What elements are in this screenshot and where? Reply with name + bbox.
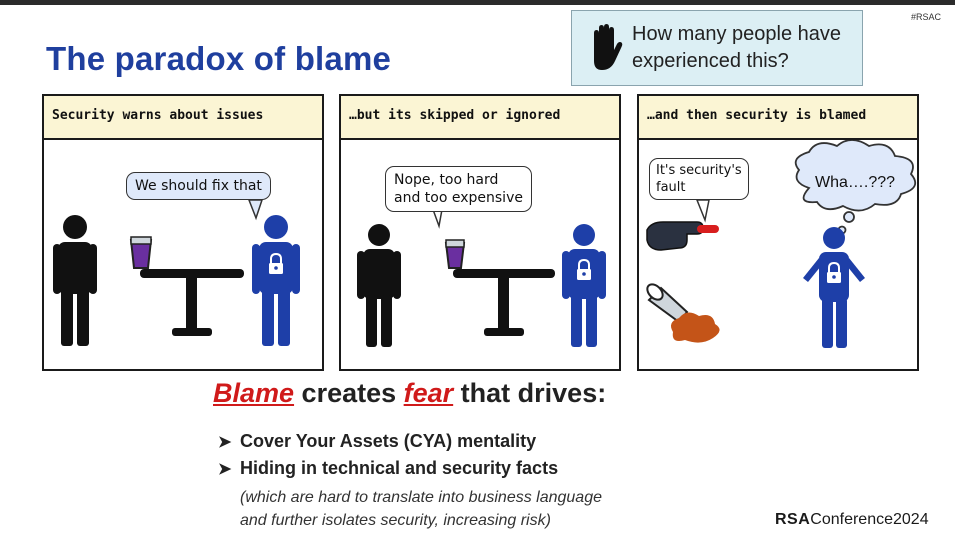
bullet-note: (which are hard to translate into busine… xyxy=(240,486,602,532)
question-callout: How many people have experienced this? xyxy=(571,10,863,86)
person-figure xyxy=(357,224,401,347)
panel-scene xyxy=(357,203,606,347)
bullet-list: ➤ Cover Your Assets (CYA) mentality ➤ Hi… xyxy=(218,428,602,532)
padlock-icon xyxy=(577,258,591,280)
hand-stop-icon xyxy=(594,24,623,70)
security-figure xyxy=(562,224,606,347)
security-figure xyxy=(803,227,865,348)
headline-end: that drives: xyxy=(453,378,607,408)
rsa-conference-logo: RSAConference2024 xyxy=(775,511,929,529)
headline: Blame creates fear that drives: xyxy=(213,378,606,409)
logo-conference: Conference xyxy=(810,511,893,528)
bubble-line-2: and too expensive xyxy=(394,190,523,206)
bubble-tail xyxy=(695,199,710,223)
speech-bubble: It's security's fault xyxy=(649,158,749,200)
bubble-tail xyxy=(247,199,264,221)
tipped-cup-icon xyxy=(646,283,720,343)
bullet-text: Hiding in technical and security facts xyxy=(240,458,559,478)
speech-bubble: Nope, too hard and too expensive xyxy=(385,166,532,212)
comic-panel-ignored: …but its skipped or ignored xyxy=(339,94,621,371)
bullet-item: ➤ Cover Your Assets (CYA) mentality xyxy=(218,428,602,455)
note-line-1: (which are hard to translate into busine… xyxy=(240,489,602,506)
bubble-line-2: fault xyxy=(656,180,686,195)
callout-line-1: How many people have xyxy=(632,23,842,45)
speech-bubble: We should fix that xyxy=(126,172,271,200)
table-icon xyxy=(140,269,244,336)
arrow-bullet-icon: ➤ xyxy=(218,433,232,451)
person-figure xyxy=(53,215,97,346)
pointing-hand-icon xyxy=(646,221,719,251)
note-line-2: and further isolates security, increasin… xyxy=(240,512,551,529)
callout-text: How many people have experienced this? xyxy=(632,21,841,75)
bullet-text: Cover Your Assets (CYA) mentality xyxy=(240,431,537,451)
comic-panel-blamed: …and then security is blamed xyxy=(637,94,919,371)
comic-panel-warn: Security warns about issues xyxy=(42,94,324,371)
bubble-line-1: It's security's xyxy=(656,163,742,178)
panel-scene xyxy=(646,140,917,348)
cup-icon xyxy=(129,236,153,269)
thought-text: Wha….??? xyxy=(815,174,896,191)
hashtag-label: #RSAC xyxy=(910,12,941,22)
arrow-bullet-icon: ➤ xyxy=(218,460,232,478)
logo-rsa: RSA xyxy=(775,511,811,528)
bubble-line-1: Nope, too hard xyxy=(394,172,499,188)
table-icon xyxy=(453,269,555,336)
padlock-icon xyxy=(269,252,283,274)
top-bar xyxy=(0,0,955,5)
slide-title: The paradox of blame xyxy=(46,40,392,77)
headline-fear: fear xyxy=(403,378,454,408)
panel-scene xyxy=(53,199,300,346)
panel-caption: …and then security is blamed xyxy=(639,96,917,140)
logo-year: 2024 xyxy=(893,511,929,528)
bullet-item: ➤ Hiding in technical and security facts xyxy=(218,455,602,482)
panel-caption: …but its skipped or ignored xyxy=(341,96,619,140)
headline-mid: creates xyxy=(294,378,404,408)
headline-blame: Blame xyxy=(213,378,295,408)
callout-line-2: experienced this? xyxy=(632,50,789,72)
cup-icon xyxy=(444,239,466,269)
panel-caption: Security warns about issues xyxy=(44,96,322,140)
padlock-icon xyxy=(827,261,841,283)
security-figure xyxy=(252,215,300,346)
thought-bubble-icon xyxy=(794,140,917,235)
